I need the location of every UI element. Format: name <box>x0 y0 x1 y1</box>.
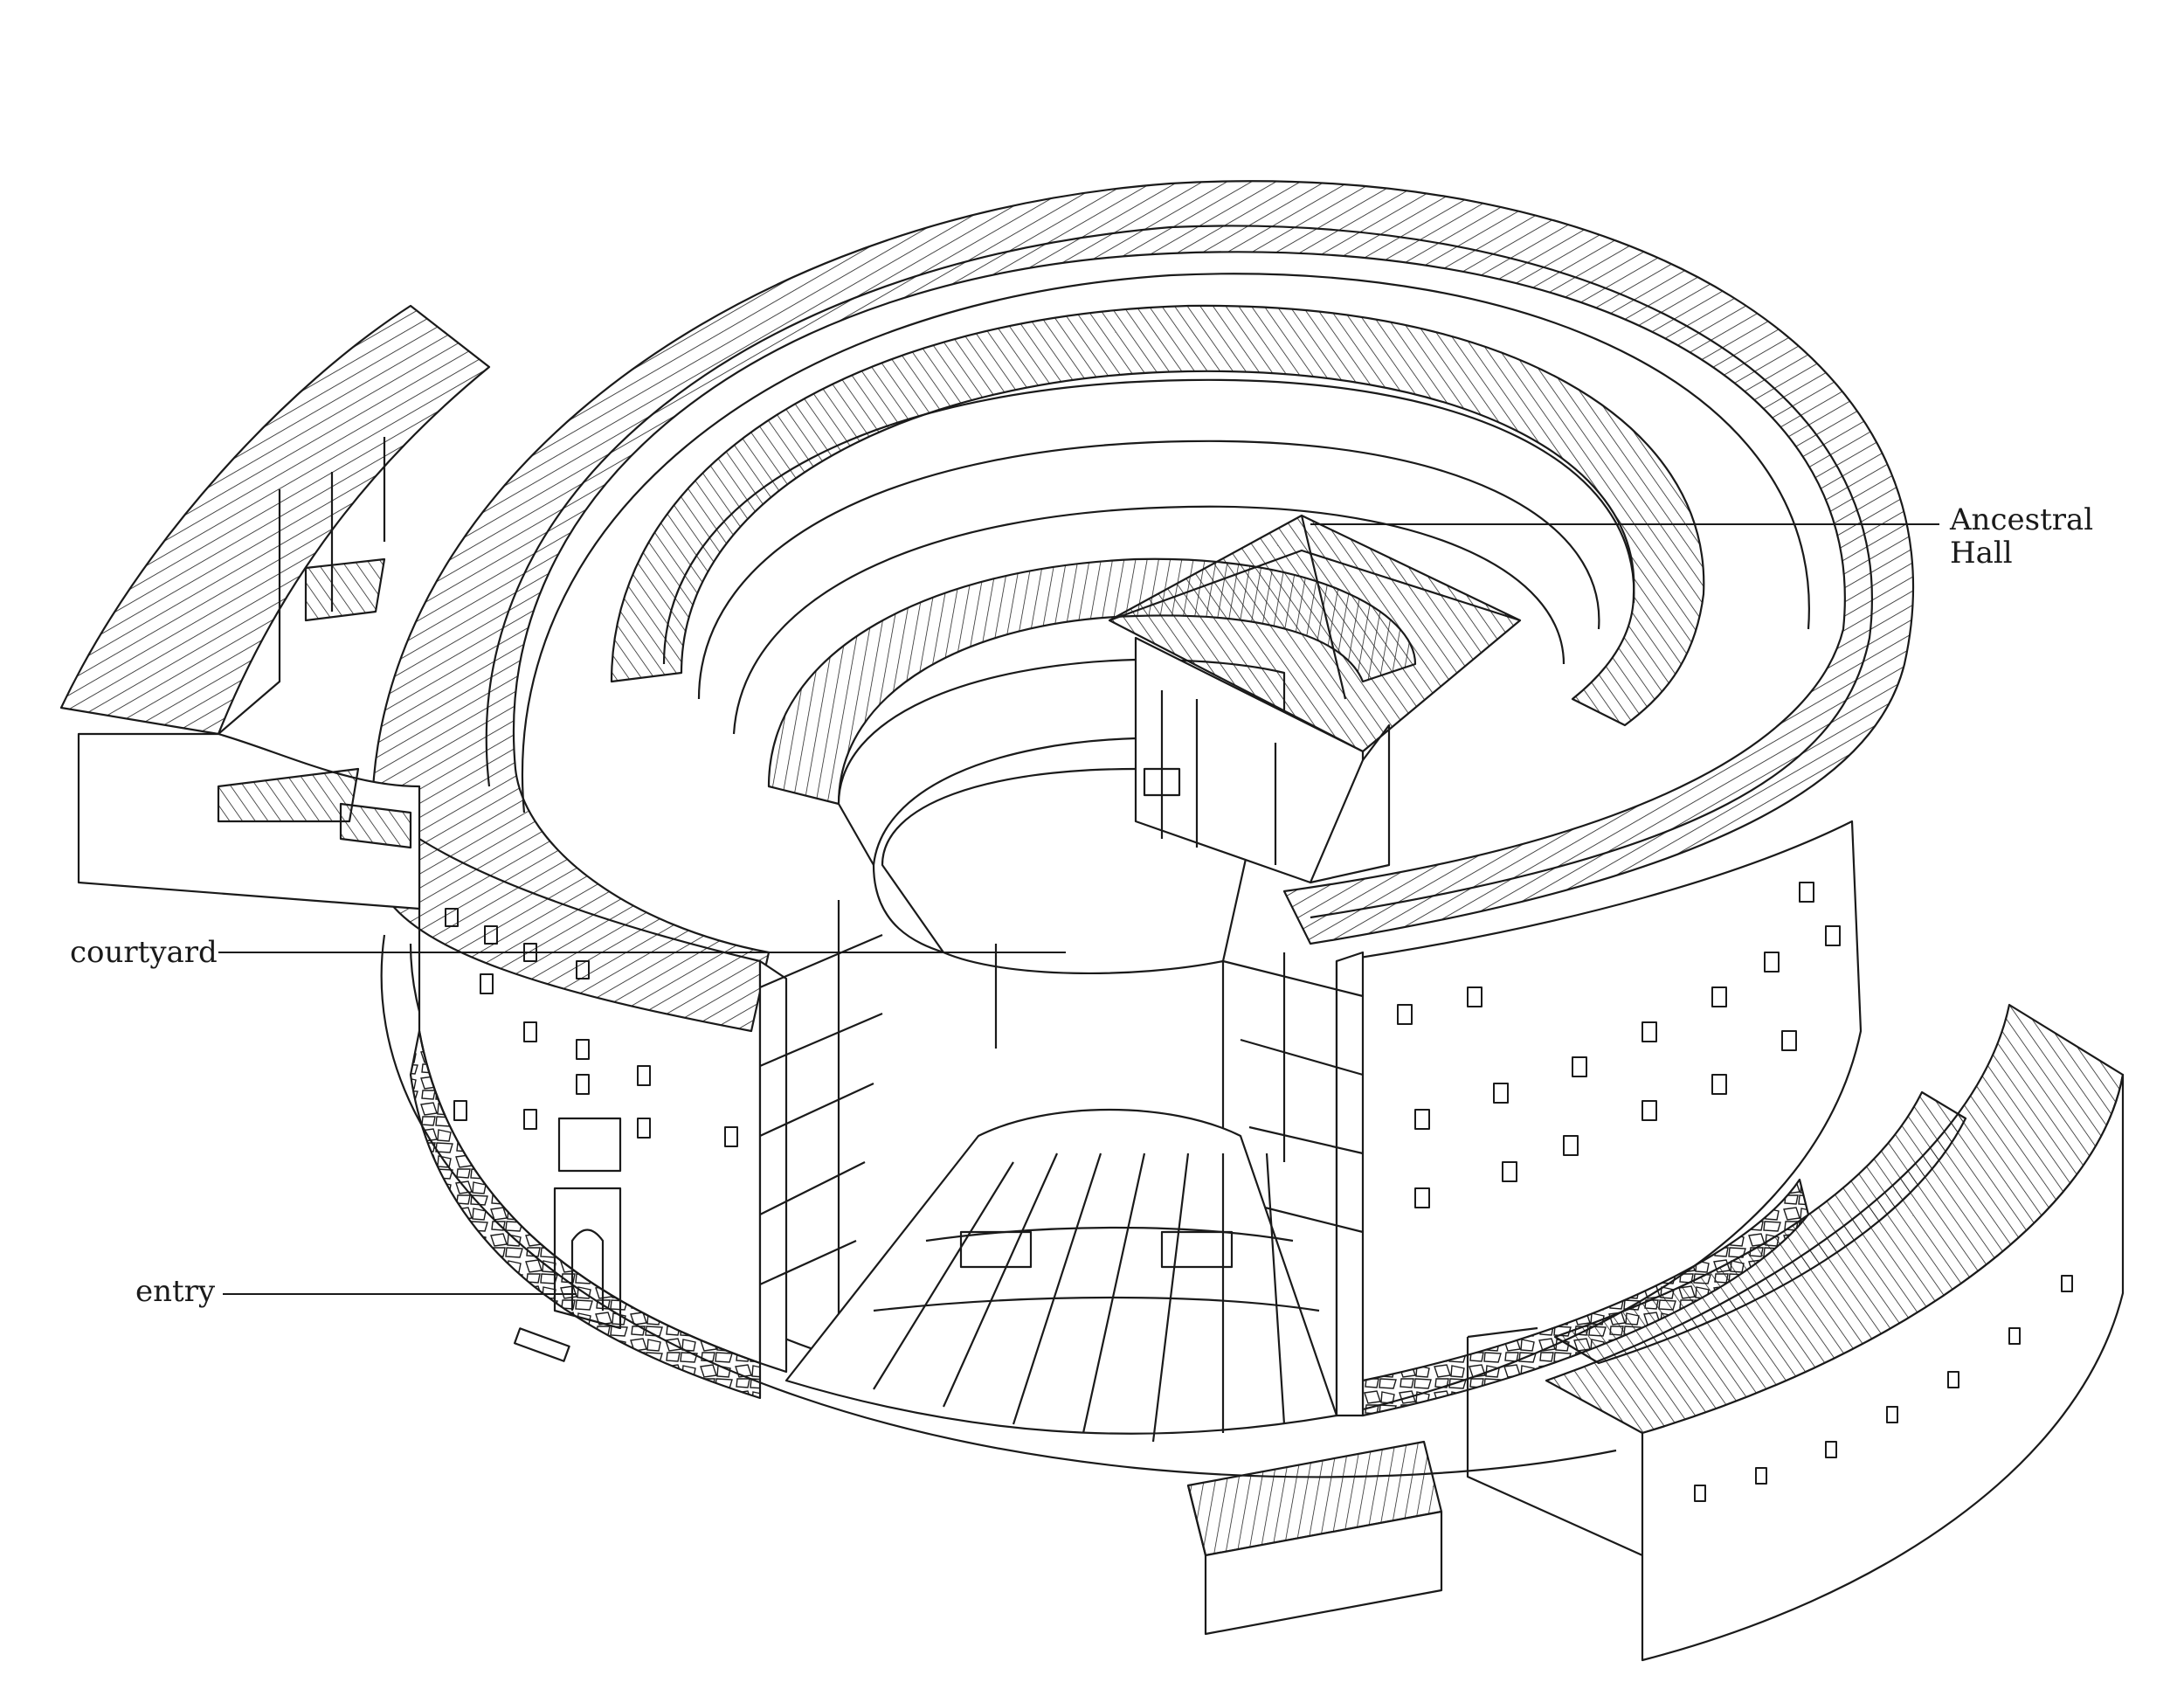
ground-floor-plan <box>784 1108 1338 1435</box>
floor-slabs-right <box>1222 959 1364 1234</box>
entry-door <box>553 1187 622 1330</box>
cutaway-left-wall <box>758 959 788 1374</box>
left-annex-step-roofs <box>217 557 412 849</box>
middle-roof-ring <box>610 304 1705 727</box>
ancestral-hall-body <box>1134 636 1365 884</box>
left-annex-roof <box>59 304 491 736</box>
gallery-ring-3 <box>732 505 1565 735</box>
stone-plinth-left <box>409 1029 762 1400</box>
entry-step <box>513 1327 570 1362</box>
right-annex-inner-roof <box>1553 1090 1967 1365</box>
gallery-ring-1 <box>662 378 1635 665</box>
label-courtyard: courtyard <box>70 935 218 970</box>
right-annex-windows <box>1694 1275 2073 1502</box>
outer-roof-ring <box>370 180 1915 1033</box>
floor-slabs-left <box>759 933 883 1286</box>
right-annex-wall <box>1641 1073 2125 1662</box>
gate-house-wall <box>1204 1510 1443 1636</box>
gallery-ring-2 <box>697 440 1600 700</box>
cutaway-right-wall <box>1335 951 1365 1417</box>
label-entry: entry <box>135 1274 216 1309</box>
outer-wall-windows <box>445 882 1841 1208</box>
name-plaque <box>557 1117 622 1173</box>
label-ancestral-hall: Ancestral Hall <box>1950 502 2094 571</box>
